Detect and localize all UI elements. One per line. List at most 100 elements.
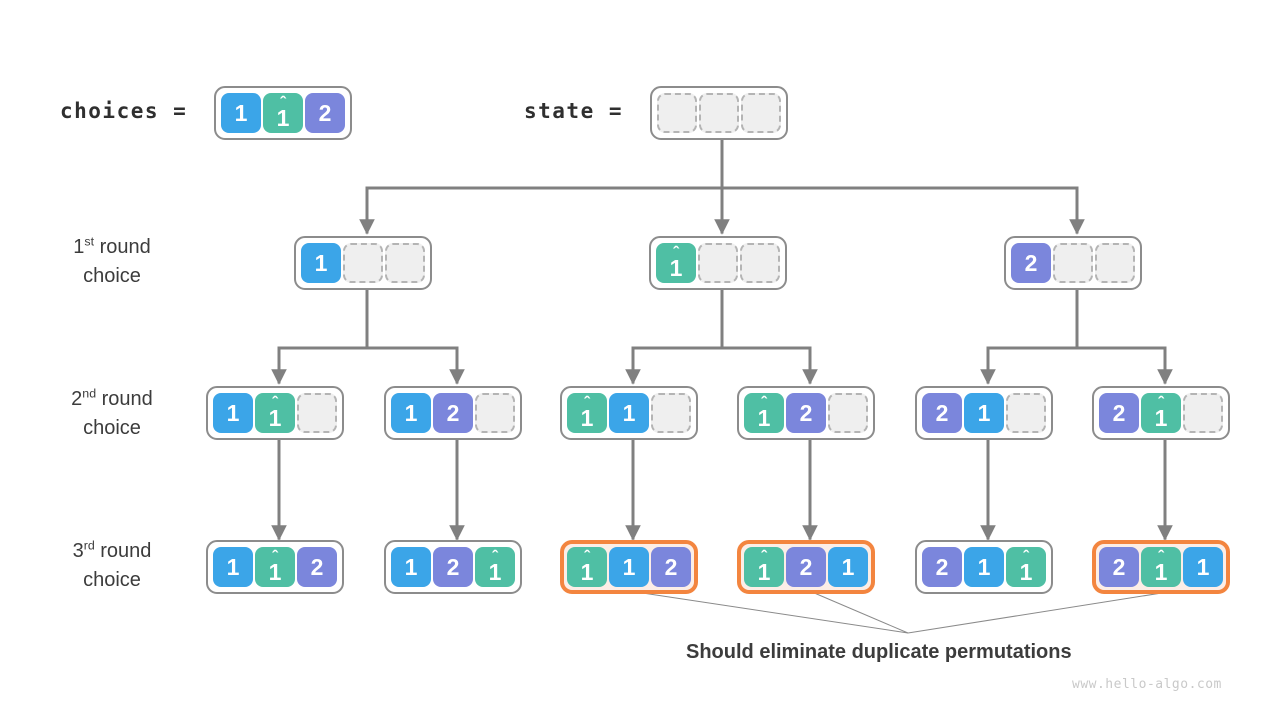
slot-value: 1 — [964, 393, 1004, 433]
slot-label: 1 — [1019, 558, 1033, 585]
round-label-1: 1st round choice — [32, 233, 192, 291]
slot-label: 2 — [1024, 249, 1038, 276]
slot-value: 2 — [922, 547, 962, 587]
duplicate-hat-icon: ˆ — [584, 547, 590, 566]
slot-label: 1 — [977, 553, 991, 580]
slot-value: 1 — [391, 393, 431, 433]
slot-label: 2 — [446, 553, 460, 580]
slot-value: 1 — [828, 547, 868, 587]
slot-label: 2 — [664, 553, 678, 580]
slot-label: 1 — [1154, 558, 1168, 585]
slot-empty — [1095, 243, 1135, 283]
duplicate-hat-icon: ˆ — [492, 547, 498, 566]
slot-value: 1 — [301, 243, 341, 283]
slot-empty — [740, 243, 780, 283]
slot-label: 2 — [935, 553, 949, 580]
slot-value: 1 — [221, 93, 261, 133]
slot-label: 2 — [799, 553, 813, 580]
slot-empty — [698, 243, 738, 283]
slot-value: 2 — [297, 547, 337, 587]
slot-label: 2 — [446, 399, 460, 426]
slot-label: 1 — [404, 553, 418, 580]
slot-label: 1 — [757, 558, 771, 585]
choices-label: choices = — [60, 99, 188, 123]
slot-label: 1 — [268, 404, 282, 431]
slot-label: 2 — [310, 553, 324, 580]
state-node: 2 — [1004, 236, 1142, 290]
duplicate-hat-icon: ˆ — [272, 547, 278, 566]
slot-value: 2 — [305, 93, 345, 133]
slot-label: 1 — [622, 553, 636, 580]
slot-value: 1 — [1183, 547, 1223, 587]
round-3-line1: 3rd round — [72, 538, 152, 562]
slot-empty — [343, 243, 383, 283]
slot-label: 2 — [1112, 553, 1126, 580]
slot-label: 2 — [1112, 399, 1126, 426]
duplicate-hat-icon: ˆ — [673, 243, 679, 262]
state-label: state = — [524, 99, 624, 123]
slot-empty — [699, 93, 739, 133]
slot-value: 2 — [786, 393, 826, 433]
slot-empty — [1183, 393, 1223, 433]
slot-empty — [385, 243, 425, 283]
slot-label: 1 — [488, 558, 502, 585]
annotation-text: Should eliminate duplicate permutations — [686, 641, 1072, 663]
round-2-line2: choice — [83, 417, 141, 439]
slot-empty — [741, 93, 781, 133]
slot-label: 1 — [669, 254, 683, 281]
slot-value: 1 — [213, 393, 253, 433]
watermark: www.hello-algo.com — [1072, 677, 1222, 692]
duplicate-hat-icon: ˆ — [761, 547, 767, 566]
round-1-line1: 1st round — [73, 234, 151, 258]
slot-label: 1 — [268, 558, 282, 585]
slot-empty — [651, 393, 691, 433]
slot-label: 1 — [1154, 404, 1168, 431]
duplicate-hat-icon: ˆ — [1023, 547, 1029, 566]
slot-value: 2 — [786, 547, 826, 587]
round-1-line2: choice — [83, 265, 141, 287]
slot-value: 1 — [609, 393, 649, 433]
slot-label: 1 — [404, 399, 418, 426]
slot-value: 2 — [433, 547, 473, 587]
slot-empty — [475, 393, 515, 433]
slot-value: 1 — [213, 547, 253, 587]
slot-label: 1 — [757, 404, 771, 431]
duplicate-hat-icon: ˆ — [761, 393, 767, 412]
slot-value: 2 — [1011, 243, 1051, 283]
slot-empty — [657, 93, 697, 133]
slot-label: 1 — [314, 249, 328, 276]
slot-label: 1 — [226, 399, 240, 426]
state-node: 1 — [294, 236, 432, 290]
slot-empty — [297, 393, 337, 433]
duplicate-hat-icon: ˆ — [1158, 393, 1164, 412]
slot-empty — [1006, 393, 1046, 433]
duplicate-hat-icon: ˆ — [1158, 547, 1164, 566]
slot-label: 1 — [622, 399, 636, 426]
slot-label: 1 — [226, 553, 240, 580]
slot-value: 1 — [964, 547, 1004, 587]
state-array — [650, 86, 788, 140]
duplicate-hat-icon: ˆ — [584, 393, 590, 412]
duplicate-hat-icon: ˆ — [280, 93, 286, 112]
slot-value: 2 — [1099, 393, 1139, 433]
